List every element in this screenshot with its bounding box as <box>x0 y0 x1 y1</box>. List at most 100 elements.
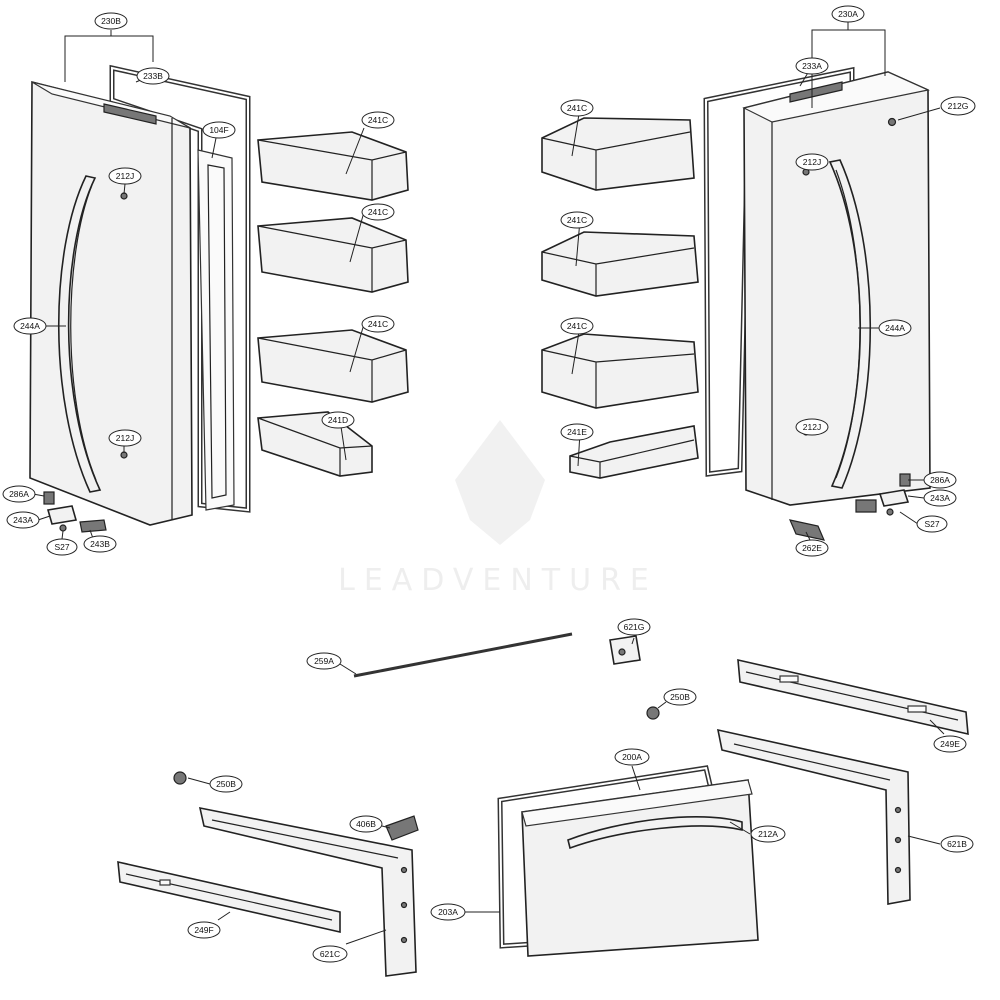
left-door-liner <box>197 149 235 511</box>
svg-text:249F: 249F <box>194 925 213 935</box>
callout-230B: 230B <box>94 12 128 30</box>
callout-621G: 621G <box>617 618 651 636</box>
callout-249E: 249E <box>933 735 967 753</box>
drawer-clip <box>385 815 419 841</box>
drawer-bracket-small <box>609 635 641 665</box>
svg-text:241C: 241C <box>368 319 388 329</box>
svg-text:233A: 233A <box>802 61 822 71</box>
callout-241D: 241D <box>321 411 355 429</box>
right-door-bin-3 <box>541 333 699 409</box>
svg-text:241D: 241D <box>328 415 348 425</box>
svg-text:249E: 249E <box>940 739 960 749</box>
callout-249F: 249F <box>187 921 221 939</box>
svg-text:250B: 250B <box>670 692 690 702</box>
callout-104F: 104F <box>202 121 236 139</box>
left-door-assembly <box>29 64 251 533</box>
callouts: 230B 233B 104F 212J 244A 212J 286A 243A … <box>2 5 976 963</box>
svg-text:241E: 241E <box>567 427 587 437</box>
left-bottom-hinge-parts <box>43 491 107 533</box>
drawer-support-left <box>198 806 417 977</box>
callout-241C-left-1: 241C <box>361 111 395 129</box>
left-door-bin-3 <box>257 329 409 403</box>
watermark-logo <box>455 420 545 545</box>
left-door-gasket <box>109 64 251 513</box>
drawer-support-right <box>716 728 911 905</box>
left-door-panel <box>29 80 193 526</box>
callout-S27-right: S27 <box>916 515 948 533</box>
left-door-bin-4 <box>257 411 373 477</box>
callout-S27-left: S27 <box>46 538 78 556</box>
callout-203A: 203A <box>430 903 466 921</box>
callout-212A: 212A <box>750 825 786 843</box>
callout-241C-left-3: 241C <box>361 315 395 333</box>
callout-241C-right-1: 241C <box>560 99 594 117</box>
svg-text:S27: S27 <box>924 519 939 529</box>
drawer-rail-right <box>737 658 969 736</box>
callout-244A-right: 244A <box>878 319 912 337</box>
svg-text:243A: 243A <box>13 515 33 525</box>
drawer-front <box>521 779 759 957</box>
svg-text:262E: 262E <box>802 543 822 553</box>
svg-text:S27: S27 <box>54 542 69 552</box>
svg-text:241C: 241C <box>567 103 587 113</box>
svg-text:241C: 241C <box>368 115 388 125</box>
right-door-bin-2 <box>541 231 699 297</box>
right-door-bin-4 <box>569 425 699 479</box>
callout-259A: 259A <box>306 652 342 670</box>
right-door-panel <box>742 71 931 506</box>
callout-241C-right-3: 241C <box>560 317 594 335</box>
callout-233B: 233B <box>136 67 170 85</box>
svg-text:621G: 621G <box>624 622 645 632</box>
drawer-rod <box>353 632 573 678</box>
svg-text:621B: 621B <box>947 839 967 849</box>
left-door-handle <box>57 175 102 493</box>
svg-text:286A: 286A <box>930 475 950 485</box>
callout-212J-left-top: 212J <box>108 167 142 185</box>
svg-text:241C: 241C <box>567 215 587 225</box>
callout-406B: 406B <box>349 815 383 833</box>
svg-text:243A: 243A <box>930 493 950 503</box>
svg-text:230B: 230B <box>101 16 121 26</box>
right-door-hinge-screw <box>887 117 897 127</box>
svg-text:259A: 259A <box>314 656 334 666</box>
svg-text:244A: 244A <box>885 323 905 333</box>
callout-286A-right: 286A <box>923 471 957 489</box>
callout-286A-left: 286A <box>2 485 36 503</box>
callout-243A-left: 243A <box>6 511 40 529</box>
callout-212J-right-bottom: 212J <box>795 418 829 436</box>
svg-text:212J: 212J <box>116 433 134 443</box>
callout-244A-left: 244A <box>13 317 47 335</box>
left-door-bins <box>257 131 409 477</box>
right-bottom-hinge-parts <box>788 473 911 541</box>
svg-text:406B: 406B <box>356 819 376 829</box>
callout-243A-right: 243A <box>923 489 957 507</box>
callout-621C: 621C <box>312 945 348 963</box>
svg-text:250B: 250B <box>216 779 236 789</box>
svg-text:241C: 241C <box>567 321 587 331</box>
svg-text:104F: 104F <box>209 125 228 135</box>
right-door-handle <box>828 159 872 489</box>
callout-241C-left-2: 241C <box>361 203 395 221</box>
svg-text:212G: 212G <box>948 101 969 111</box>
svg-text:212J: 212J <box>116 171 134 181</box>
right-door-bin-1 <box>541 117 695 191</box>
svg-text:233B: 233B <box>143 71 163 81</box>
svg-text:243B: 243B <box>90 539 110 549</box>
callout-212J-right-top: 212J <box>795 153 829 171</box>
callout-250B-left: 250B <box>209 775 243 793</box>
callout-212G: 212G <box>940 96 976 116</box>
svg-text:244A: 244A <box>20 321 40 331</box>
drawer-knob-right <box>646 706 660 720</box>
callout-212J-left-bottom: 212J <box>108 429 142 447</box>
svg-text:212J: 212J <box>803 157 821 167</box>
svg-text:203A: 203A <box>438 907 458 917</box>
svg-text:200A: 200A <box>622 752 642 762</box>
drawer-assembly <box>117 632 969 977</box>
svg-text:286A: 286A <box>9 489 29 499</box>
svg-text:241C: 241C <box>368 207 388 217</box>
callout-241E: 241E <box>560 423 594 441</box>
svg-text:230A: 230A <box>838 9 858 19</box>
drawer-knob-left <box>173 771 187 785</box>
callout-200A: 200A <box>614 748 650 766</box>
